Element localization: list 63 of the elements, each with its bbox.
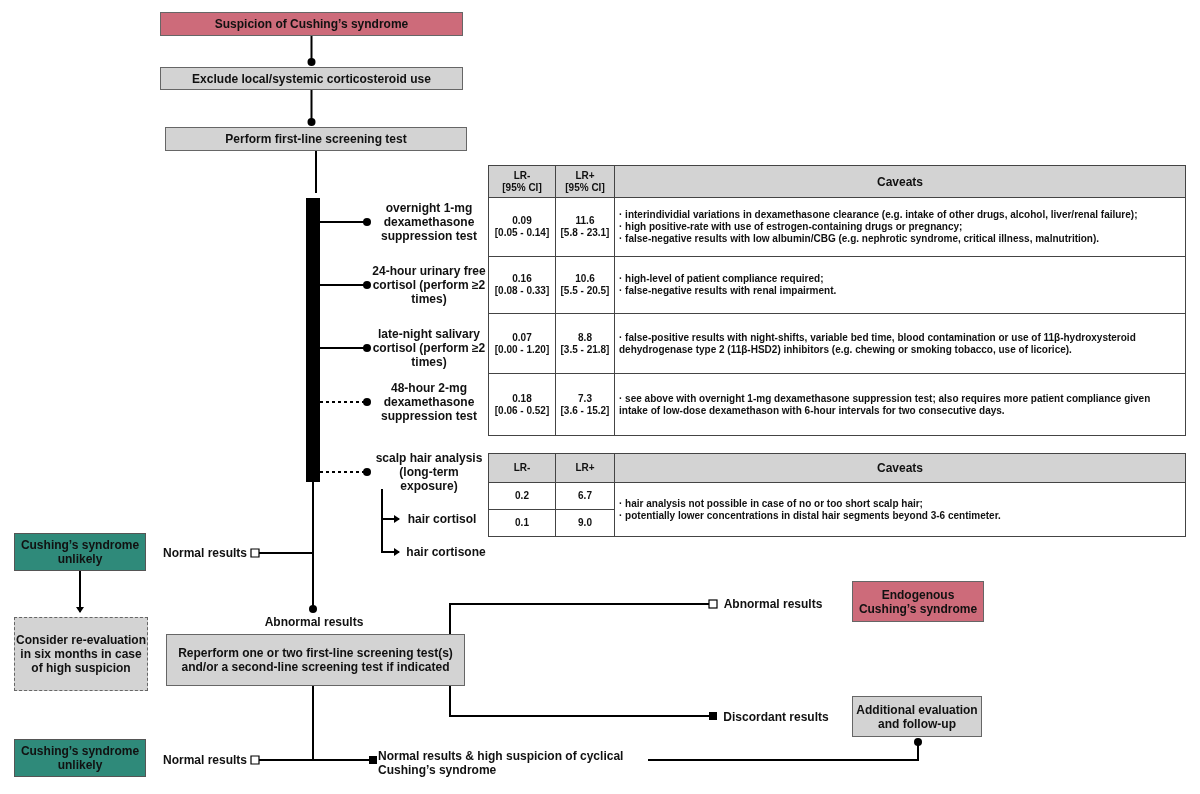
- connector-line: [319, 281, 371, 289]
- start-box: Suspicion of Cushing’s syndrome: [160, 12, 463, 36]
- caveat-text: · interindividial variations in dexamethasone clearance (e.g. intake of other drugs, alcohol, liver/renal failure);: [619, 209, 1139, 221]
- value-cell: 7.3 [3.6 - 15.2]: [555, 373, 615, 436]
- timeline-bar: [306, 198, 320, 482]
- connector-line: [319, 468, 371, 476]
- process-box: Perform first-line screening test: [165, 127, 467, 151]
- arrow: [381, 488, 400, 556]
- caveat-text: · hair analysis not possible in case of no or too short scalp hair;: [619, 497, 924, 510]
- process-box: Exclude local/systemic corticosteroid use: [160, 67, 463, 90]
- value-cell: 0.18 [0.06 - 0.52]: [488, 373, 556, 436]
- connector-line: [315, 150, 317, 194]
- test-label: late-night salivary cortisol (perform ≥2 times): [372, 325, 486, 371]
- result-label: Normal results: [160, 752, 250, 768]
- caveat-text: · high positive-rate with use of estrogen-containing drugs or pregnancy;: [619, 221, 964, 233]
- connector-line: [449, 685, 717, 720]
- connector-line: [307, 35, 316, 66]
- result-label: Abnormal results: [260, 614, 368, 630]
- value-cell: 0.16 [0.08 - 0.33]: [488, 256, 556, 314]
- connector-line: [319, 218, 371, 226]
- note-box: Consider re-evaluation in six months in case of high suspicion: [14, 617, 148, 691]
- value-cell: 0.07 [0.00 - 1.20]: [488, 313, 556, 374]
- connector-line: [319, 398, 371, 406]
- header-cell: LR- [95% CI]: [488, 165, 556, 198]
- header-cell: LR-: [488, 453, 556, 483]
- connector-line: [449, 599, 718, 635]
- outcome-box: Endogenous Cushing’s syndrome: [852, 581, 984, 622]
- test-label: overnight 1-mg dexamethasone suppression test: [372, 199, 486, 245]
- value-cell: 8.8 [3.5 - 21.8]: [555, 313, 615, 374]
- outcome-box: Cushing’s syndrome unlikely: [14, 533, 146, 571]
- connector-line: [647, 738, 922, 761]
- result-label: Abnormal results: [718, 596, 828, 612]
- caveat-text: · potentially lower concentrations in distal hair segments beyond 3-6 centimeter.: [619, 509, 1002, 522]
- outcome-box: Cushing’s syndrome unlikely: [14, 739, 146, 777]
- arrow: [76, 570, 84, 613]
- connector-line: [319, 344, 371, 352]
- process-box: Reperform one or two first-line screening test(s) and/or a second-line screening test if indicated: [166, 634, 465, 686]
- test-label: hair cortisone: [404, 544, 488, 560]
- connector-line: [309, 481, 317, 613]
- result-label: Normal results & high suspicion of cyclical Cushing’s syndrome: [378, 748, 648, 778]
- connector-line: [312, 685, 377, 764]
- value-cell: 11.6 [5.8 - 23.1]: [555, 197, 615, 257]
- result-label: Normal results: [160, 545, 250, 561]
- process-box: Additional evaluation and follow-up: [852, 696, 982, 737]
- result-label: Discordant results: [718, 709, 834, 725]
- test-label: 24-hour urinary free cortisol (perform ≥2 times): [372, 262, 486, 308]
- caveat-text: · false-positive results with night-shifts, variable bed time, blood contamination or use of 11β-hydroxysteroid dehydrogenase type 2 (11β-HSD2) inhibitors (e.g. chewing or smoking tobacco, use of licorice).: [619, 331, 1137, 356]
- header-cell: LR+: [555, 453, 615, 483]
- value-cell: 0.2: [488, 482, 556, 510]
- value-cell: 6.7: [555, 482, 615, 510]
- value-cell: 0.1: [488, 509, 556, 537]
- header-cell: Caveats: [614, 165, 1186, 198]
- caveat-text: · high-level of patient compliance required;: [619, 273, 825, 285]
- header-cell: LR+ [95% CI]: [555, 165, 615, 198]
- caveat-text: · false-negative results with low albumin/CBG (e.g. nephrotic syndrome, critical illness, malnutrition).: [619, 233, 1101, 245]
- connector-line: [307, 89, 316, 126]
- value-cell: 0.09 [0.05 - 0.14]: [488, 197, 556, 257]
- value-cell: 10.6 [5.5 - 20.5]: [555, 256, 615, 314]
- caveat-text: · see above with overnight 1-mg dexamethasone suppression test; also requires more patient compliance given intake of low-dose dexamethason with 6-hour intervals for two consecutive days.: [619, 392, 1152, 417]
- test-label: 48-hour 2-mg dexamethasone suppression test: [372, 379, 486, 425]
- test-label: hair cortisol: [404, 511, 480, 527]
- header-cell: Caveats: [614, 453, 1186, 483]
- caveat-text: · false-negative results with renal impairment.: [619, 285, 838, 297]
